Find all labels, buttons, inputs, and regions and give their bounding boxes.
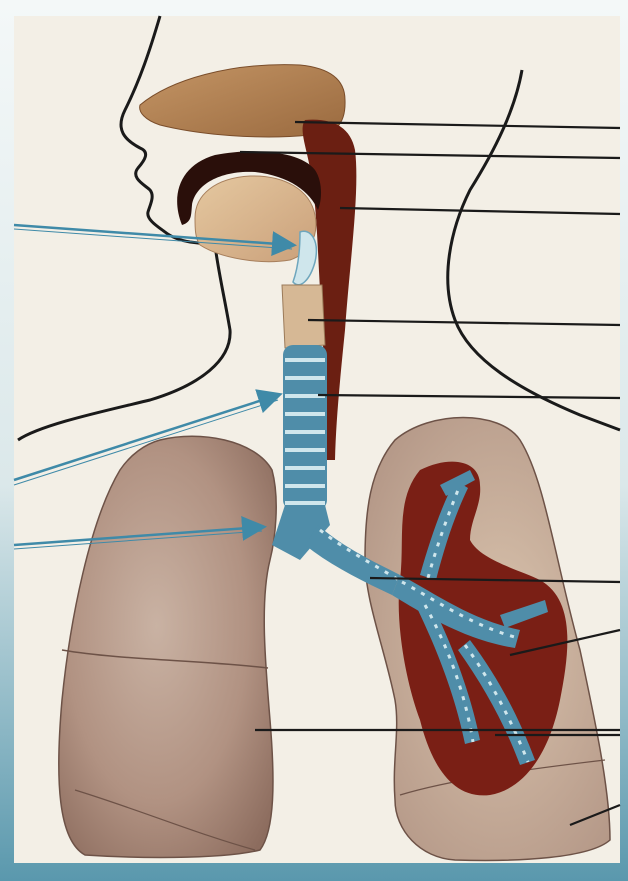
- pointer-larynx: [308, 320, 620, 325]
- right-lung: [59, 436, 276, 857]
- trachea: [283, 345, 327, 510]
- pointer-trachea: [318, 395, 620, 398]
- tongue: [195, 176, 316, 262]
- neck-back-outline: [448, 70, 620, 430]
- pointer-hard-palate: [240, 152, 620, 158]
- pointer-nasal-cavity: [295, 122, 620, 128]
- pointer-pharynx: [340, 208, 620, 214]
- larynx: [282, 285, 325, 348]
